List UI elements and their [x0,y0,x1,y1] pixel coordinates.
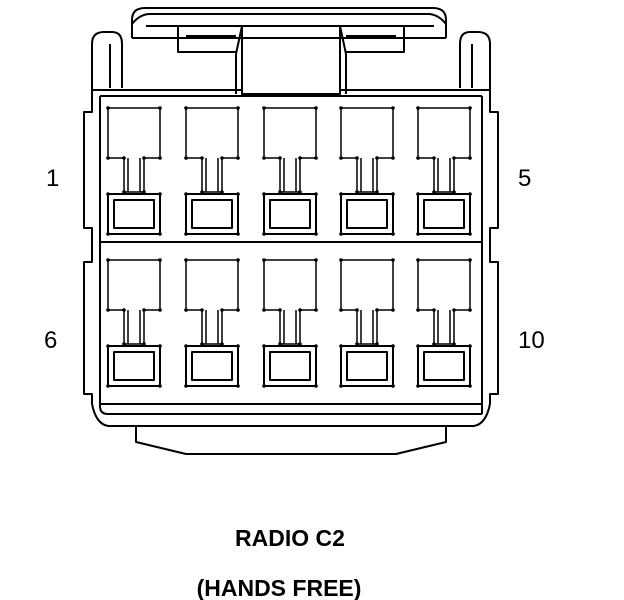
connector-top-latch [131,7,447,95]
connector-title: RADIO C2 [235,525,345,551]
cavity-1 [106,106,162,236]
cavity-7 [184,258,240,388]
cavity-4 [339,106,395,236]
connector-subtitle: (HANDS FREE) [197,575,362,600]
cavity-5 [416,106,472,236]
pin-label-10: 10 [518,327,545,354]
cavity-10 [416,258,472,388]
cavity-8 [262,258,318,388]
pin-label-1: 1 [46,165,59,192]
cavity-2 [184,106,240,236]
connector-body [83,31,499,455]
cavity-grid [106,106,472,388]
pin-label-5: 5 [518,165,531,192]
cavity-9 [339,258,395,388]
cavity-6 [106,258,162,388]
pin-label-6: 6 [44,327,57,354]
cavity-3 [262,106,318,236]
